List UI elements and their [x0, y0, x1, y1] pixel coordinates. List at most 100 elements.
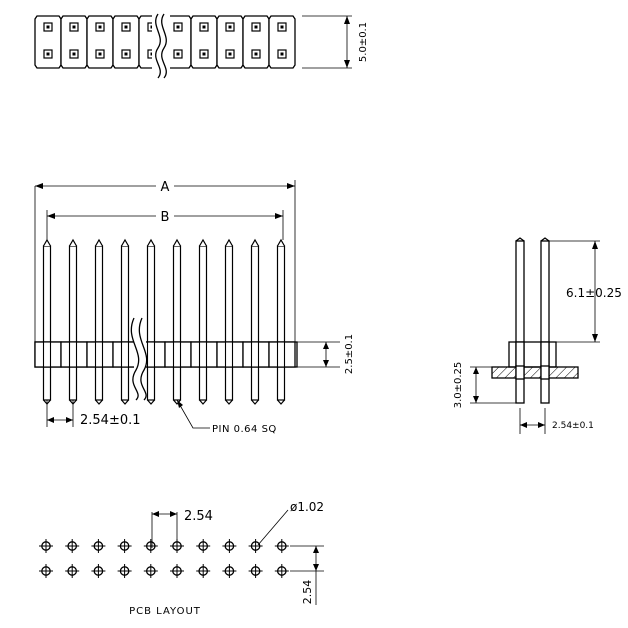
top-pin-center: [280, 52, 284, 56]
top-pin-center: [72, 25, 76, 29]
side-pitch-dim-label: 2.54±0.1: [552, 421, 594, 431]
front-pin-tip: [276, 238, 286, 247]
side-pin-left: [515, 240, 525, 404]
top-pin-center: [98, 25, 102, 29]
pcb-holes: [39, 539, 289, 578]
top-pin-center: [72, 52, 76, 56]
front-pin-tail: [147, 399, 155, 405]
top-view-cells: [34, 14, 296, 78]
front-pin-tip: [68, 238, 78, 247]
side-pin-right: [540, 240, 550, 404]
top-pin-center: [228, 25, 232, 29]
top-pin-center: [46, 25, 50, 29]
front-break-mask: [134, 318, 146, 400]
front-base-pin: [146, 341, 156, 368]
top-view-cell: [34, 15, 62, 69]
front-pin-tip: [172, 238, 182, 247]
hole-dia-label: ø1.02: [290, 500, 324, 514]
front-pin-tail: [121, 399, 129, 405]
front-pin-tail: [173, 399, 181, 405]
front-base-pin: [250, 341, 260, 368]
top-view-cell: [60, 15, 88, 69]
front-base-pin: [68, 341, 78, 368]
base-height-dim-label: 2.5±0.1: [344, 334, 355, 374]
top-view-cell: [216, 15, 244, 69]
front-base-pin: [172, 341, 182, 368]
top-view: 5.0±0.1: [34, 13, 369, 79]
front-pin-tail: [199, 399, 207, 405]
side-pitch-arrows: [520, 422, 545, 428]
top-view-cell: [268, 15, 296, 69]
front-view: A B 2.5±0.1 2.54±0.1 PIN 0.64 SQ: [34, 180, 355, 435]
front-pin: [94, 245, 104, 401]
front-view-pins: [42, 238, 286, 405]
dim-a-label: A: [161, 180, 170, 195]
front-pin: [146, 245, 156, 401]
front-pin-tail: [95, 399, 103, 405]
front-pin-tip: [42, 238, 52, 247]
side-pin-tips: [515, 237, 550, 242]
front-pin-tip: [120, 238, 130, 247]
hole-dia-leader: [257, 509, 289, 546]
top-break-mark: [155, 13, 161, 79]
pcb-vpitch-arrows: [313, 546, 319, 571]
top-pin-center: [46, 52, 50, 56]
front-pin: [68, 245, 78, 401]
top-break-mask: [152, 14, 170, 78]
front-pin: [276, 245, 286, 401]
top-pin-center: [176, 25, 180, 29]
pcb-pitch-v-label: 2.54: [301, 580, 314, 605]
pin-leader-line: [176, 399, 210, 429]
top-height-dim-label: 5.0±0.1: [358, 22, 369, 62]
pcb-layout: 2.54 ø1.02 2.54 PCB LAYOUT: [39, 500, 324, 617]
top-view-cell: [190, 15, 218, 69]
top-pin-center: [124, 52, 128, 56]
front-pin: [250, 245, 260, 401]
front-break-mark-2: [138, 317, 148, 401]
front-pin-tail: [225, 399, 233, 405]
front-pin: [198, 245, 208, 401]
base-dim-arrows: [323, 342, 329, 367]
top-break-mark-2: [161, 13, 167, 79]
top-pin-center: [176, 52, 180, 56]
top-view-cell: [86, 15, 114, 69]
front-base-pin: [276, 341, 286, 368]
top-pin-center: [254, 25, 258, 29]
pin-note-label: PIN 0.64 SQ: [212, 424, 277, 435]
front-base-pin: [120, 341, 130, 368]
front-pin-tip: [94, 238, 104, 247]
pcb-pitch-arrows: [152, 511, 177, 517]
pitch-arrows: [47, 417, 73, 423]
top-pin-center: [228, 52, 232, 56]
side-pcb: [491, 366, 579, 379]
front-view-base-cells: [34, 341, 296, 368]
dim-b-label: B: [161, 210, 170, 225]
pitch-dim-label: 2.54±0.1: [80, 413, 141, 428]
front-pin-tail: [251, 399, 259, 405]
front-pin-tip: [224, 238, 234, 247]
front-pin: [224, 245, 234, 401]
side-view: 6.1±0.25 3.0±0.25 2.54±0.1: [453, 237, 622, 434]
top-pin-center: [280, 25, 284, 29]
front-pin-tip: [250, 238, 260, 247]
top-pin-center: [98, 52, 102, 56]
front-base-pin: [42, 341, 52, 368]
top-view-cell: [242, 15, 270, 69]
front-base-pin: [224, 341, 234, 368]
front-base-pin: [198, 341, 208, 368]
side-upper-dim-label: 6.1±0.25: [566, 286, 622, 300]
front-break-mark: [130, 317, 140, 401]
front-pin-tail: [277, 399, 285, 405]
front-pin: [120, 245, 130, 401]
front-pin-tip: [146, 238, 156, 247]
front-pin: [42, 245, 52, 401]
top-pin-center: [202, 52, 206, 56]
front-base-pin: [94, 341, 104, 368]
top-pin-center: [202, 25, 206, 29]
front-pin: [172, 245, 182, 401]
top-view-cell: [112, 15, 140, 69]
pcb-layout-title: PCB LAYOUT: [129, 606, 201, 617]
top-pin-center: [254, 52, 258, 56]
pcb-pitch-h-label: 2.54: [184, 509, 213, 524]
